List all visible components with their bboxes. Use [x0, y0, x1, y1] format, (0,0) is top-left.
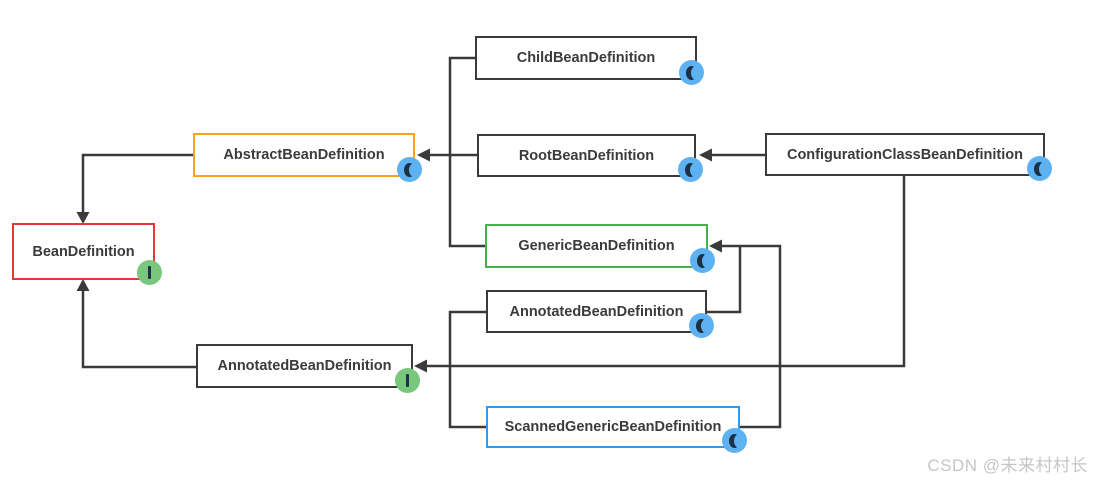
node-annotated-bean-definition-class: AnnotatedBeanDefinition — [486, 290, 714, 338]
arrowhead-beandefinition-bottom — [76, 279, 90, 291]
arrowhead-root — [699, 148, 712, 162]
node-root-bean-definition: RootBeanDefinition — [477, 134, 703, 182]
class-crescent-glyph — [696, 318, 712, 333]
node-annotated-bean-definition-interface: AnnotatedBeanDefinition — [196, 344, 420, 393]
node-bean-definition: BeanDefinition — [12, 223, 162, 285]
interface-badge-icon — [395, 368, 420, 393]
class-crescent-glyph — [404, 162, 420, 177]
class-name-label: RootBeanDefinition — [518, 147, 655, 164]
class-name-label: BeanDefinition — [32, 243, 135, 260]
class-name-label: AbstractBeanDefinition — [223, 147, 385, 163]
class-badge-icon — [689, 313, 714, 338]
edge-scanned-to-generic — [721, 244, 782, 429]
edge-abstract-to-beandefinition — [81, 153, 193, 213]
class-name-label: AnnotatedBeanDefinition — [217, 358, 392, 374]
node-abstract-bean-definition: AbstractBeanDefinition — [193, 133, 422, 182]
node-configuration-class-bean-definition: ConfigurationClassBeanDefinition — [765, 133, 1052, 181]
class-badge-icon — [690, 248, 715, 273]
interface-badge-icon — [137, 260, 162, 285]
class-badge-icon — [678, 157, 703, 182]
interface-i-glyph — [148, 266, 151, 279]
class-crescent-glyph — [729, 433, 745, 448]
csdn-watermark: CSDN @未来村村长 — [927, 456, 1088, 475]
node-child-bean-definition: ChildBeanDefinition — [475, 36, 704, 85]
class-name-label: ScannedGenericBeanDefinition — [504, 419, 722, 435]
class-crescent-glyph — [697, 253, 713, 268]
node-scanned-generic-bean-definition: ScannedGenericBeanDefinition — [486, 406, 747, 453]
class-name-label: ConfigurationClassBeanDefinition — [786, 146, 1024, 163]
class-name-label: GenericBeanDefinition — [518, 238, 675, 254]
arrowhead-abstract — [417, 148, 430, 162]
class-badge-icon — [397, 157, 422, 182]
class-badge-icon — [722, 428, 747, 453]
interface-i-glyph — [406, 374, 409, 387]
class-name-label: AnnotatedBeanDefinition — [509, 303, 684, 320]
edge-configclass-to-annotatedinterface — [426, 176, 906, 368]
class-name-label: ChildBeanDefinition — [516, 50, 656, 66]
class-badge-icon — [1027, 156, 1052, 181]
class-crescent-glyph — [1034, 161, 1050, 176]
class-badge-icon — [679, 60, 704, 85]
edge-annotated-scanned-trunk — [448, 310, 486, 429]
class-crescent-glyph — [686, 65, 702, 80]
class-crescent-glyph — [685, 162, 701, 177]
node-generic-bean-definition: GenericBeanDefinition — [485, 224, 715, 273]
edge-annotatedinterface-to-beandefinition — [81, 290, 196, 369]
